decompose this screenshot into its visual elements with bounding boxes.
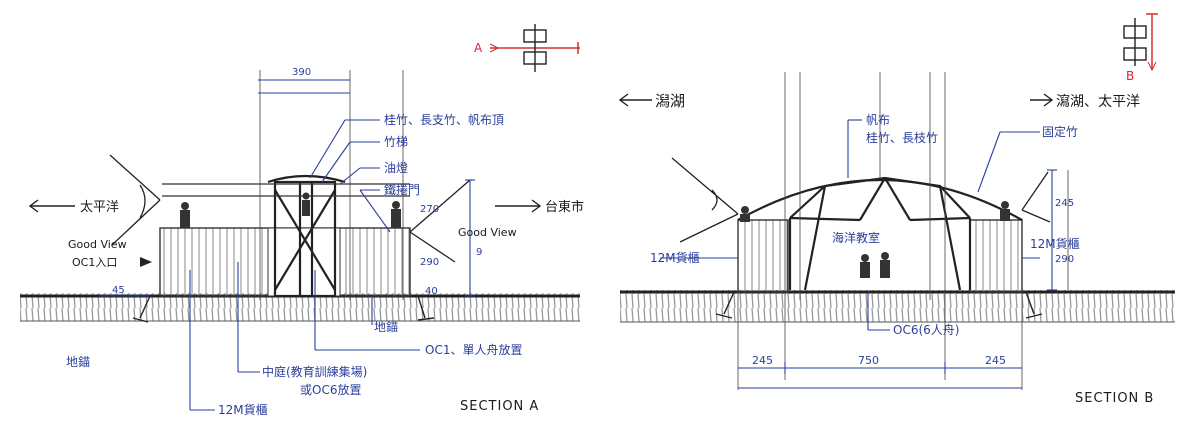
label-ground-anchor-left: 地錨 xyxy=(66,355,90,369)
label-container-a: 12M貨櫃 xyxy=(218,402,268,417)
label-container-b-right: 12M貨櫃 xyxy=(1030,236,1080,251)
dim-height-b2: 290 xyxy=(1055,254,1074,265)
dim-height-b1: 245 xyxy=(1055,198,1074,209)
top-dimension-a: 390 xyxy=(292,67,311,78)
section-a-marker xyxy=(489,24,580,72)
label-container-b-left: 12M貨櫃 xyxy=(650,250,700,265)
container-b-right xyxy=(969,219,1023,293)
label-oc6: OC6(6人舟) xyxy=(893,323,959,337)
entrance-arrow xyxy=(140,257,152,267)
dim-right-b: 245 xyxy=(985,354,1006,367)
entrance-label: OC1入口 xyxy=(72,256,117,269)
label-oc1-note: OC1、單人舟放置 xyxy=(425,342,522,357)
label-canvas: 帆布 xyxy=(866,112,890,127)
section-b-marker xyxy=(1123,13,1158,72)
view-fan-right xyxy=(409,179,471,263)
label-light: 油燈 xyxy=(384,160,408,175)
label-courtyard-sub: 或OC6放置 xyxy=(300,382,361,397)
dim-offset-a: 40 xyxy=(425,286,438,297)
section-a-title: SECTION A xyxy=(460,399,539,414)
ground-band-b xyxy=(620,290,1175,322)
label-classroom: 海洋教室 xyxy=(832,230,880,245)
section-b-marker-letter: B xyxy=(1126,69,1134,83)
label-fixed-bamboo: 固定竹 xyxy=(1042,124,1078,139)
dim-center-b: 750 xyxy=(858,354,879,367)
dome-frame xyxy=(737,176,1023,291)
label-roof: 桂竹、長支竹、帆布頂 xyxy=(384,112,504,127)
section-a-marker-letter: A xyxy=(474,41,483,55)
container-b-left xyxy=(737,219,789,293)
label-courtyard: 中庭(教育訓練集場) xyxy=(262,364,367,379)
section-b xyxy=(618,72,1175,390)
left-direction-b: 潟湖 xyxy=(655,92,685,110)
left-direction-a: 太平洋 xyxy=(80,200,119,215)
label-bamboo-b: 桂竹、長枝竹 xyxy=(866,130,938,145)
view-fan-b-left xyxy=(671,157,739,243)
dim-height-a1: 270 xyxy=(420,204,439,215)
ground-band-a xyxy=(20,293,580,321)
view-fan-left xyxy=(109,154,161,246)
right-direction-b: 瀉湖、太平洋 xyxy=(1056,93,1140,110)
good-view-left: Good View xyxy=(68,238,127,251)
section-b-title: SECTION B xyxy=(1075,391,1154,406)
dim-height-a3: 9 xyxy=(476,247,482,258)
good-view-right: Good View xyxy=(458,226,517,239)
right-direction-a: 台東市 xyxy=(545,199,584,215)
label-bamboo-ladder: 竹梯 xyxy=(384,135,408,149)
dim-left-b: 245 xyxy=(752,354,773,367)
bamboo-tower-a xyxy=(267,174,346,298)
section-a xyxy=(20,70,580,411)
dim-width-a: 45 xyxy=(112,285,125,296)
dim-height-a2: 290 xyxy=(420,257,439,268)
view-fan-b-right xyxy=(1021,171,1051,223)
label-ground-anchor-right: 地錨 xyxy=(374,320,398,334)
label-iron-door: 鐵捲門 xyxy=(384,182,420,197)
